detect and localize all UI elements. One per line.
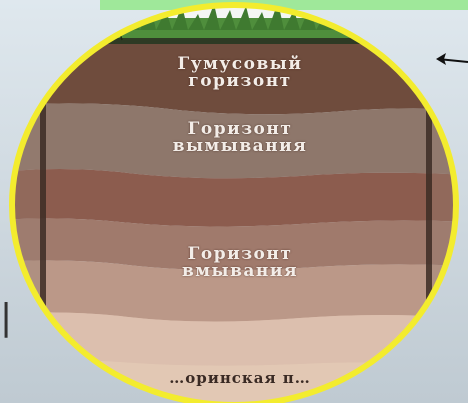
transition-band bbox=[12, 312, 456, 366]
eluvial-label-line1: Горизонт bbox=[187, 119, 293, 139]
pointer-arrow-icon bbox=[436, 53, 468, 65]
illuvial-dark-band bbox=[12, 169, 456, 227]
parent-label-line1: …оринская п… bbox=[169, 369, 311, 387]
eluvial-label-line2: вымывания bbox=[172, 136, 308, 156]
yellow-oval-frame bbox=[9, 2, 459, 403]
illuvial-label-line1: Горизонт bbox=[187, 244, 293, 264]
illuvial-light-band bbox=[12, 260, 456, 322]
profile-left-edge bbox=[40, 40, 46, 403]
illuvial-mid-band bbox=[12, 218, 456, 271]
side-bar-glyph: | bbox=[0, 297, 13, 338]
eluvial-horizon-label: Горизонт вымывания bbox=[95, 121, 385, 155]
parent-rock-label: …оринская п… bbox=[95, 371, 385, 386]
humus-layer bbox=[12, 44, 456, 115]
humus-label-line1: Гумусовый bbox=[177, 54, 303, 74]
top-green-banner bbox=[100, 0, 468, 10]
illuvial-horizon-label: Горизонт вмывания bbox=[95, 246, 385, 280]
eluvial-layer bbox=[12, 103, 456, 179]
humus-label-line2: горизонт bbox=[188, 71, 292, 91]
illuvial-label-line2: вмывания bbox=[181, 261, 299, 281]
humus-horizon-label: Гумусовый горизонт bbox=[95, 56, 385, 90]
profile-right-edge bbox=[426, 40, 432, 403]
